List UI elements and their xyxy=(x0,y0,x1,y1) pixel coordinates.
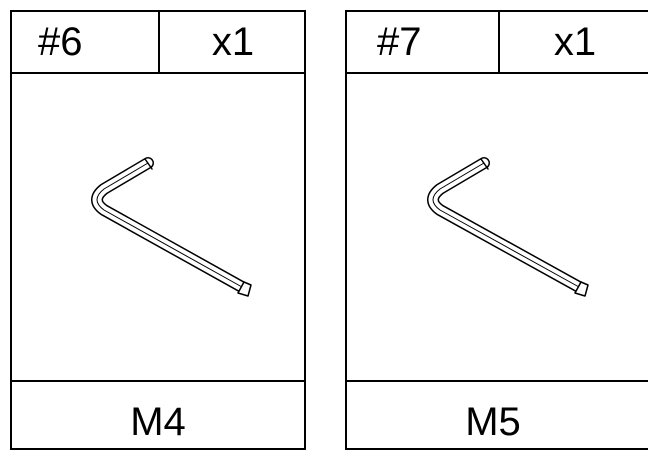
part-illustration xyxy=(12,74,304,380)
part-quantity: x1 xyxy=(553,20,597,64)
part-card-6: #6 x1 M4 xyxy=(10,10,306,450)
part-size: M5 xyxy=(465,400,521,444)
hex-key-icon xyxy=(91,157,252,297)
part-illustration xyxy=(347,74,648,380)
part-header: #6 x1 xyxy=(12,12,304,74)
part-size: M4 xyxy=(130,400,186,444)
part-quantity: x1 xyxy=(211,20,255,64)
part-footer: M4 xyxy=(12,380,304,452)
hex-key-icon xyxy=(427,157,589,297)
part-number: #7 xyxy=(347,12,500,72)
part-card-7: #7 x1 M5 xyxy=(345,10,648,450)
part-header: #7 x1 xyxy=(347,12,648,74)
part-number: #6 xyxy=(12,12,160,72)
part-footer: M5 xyxy=(347,380,648,452)
